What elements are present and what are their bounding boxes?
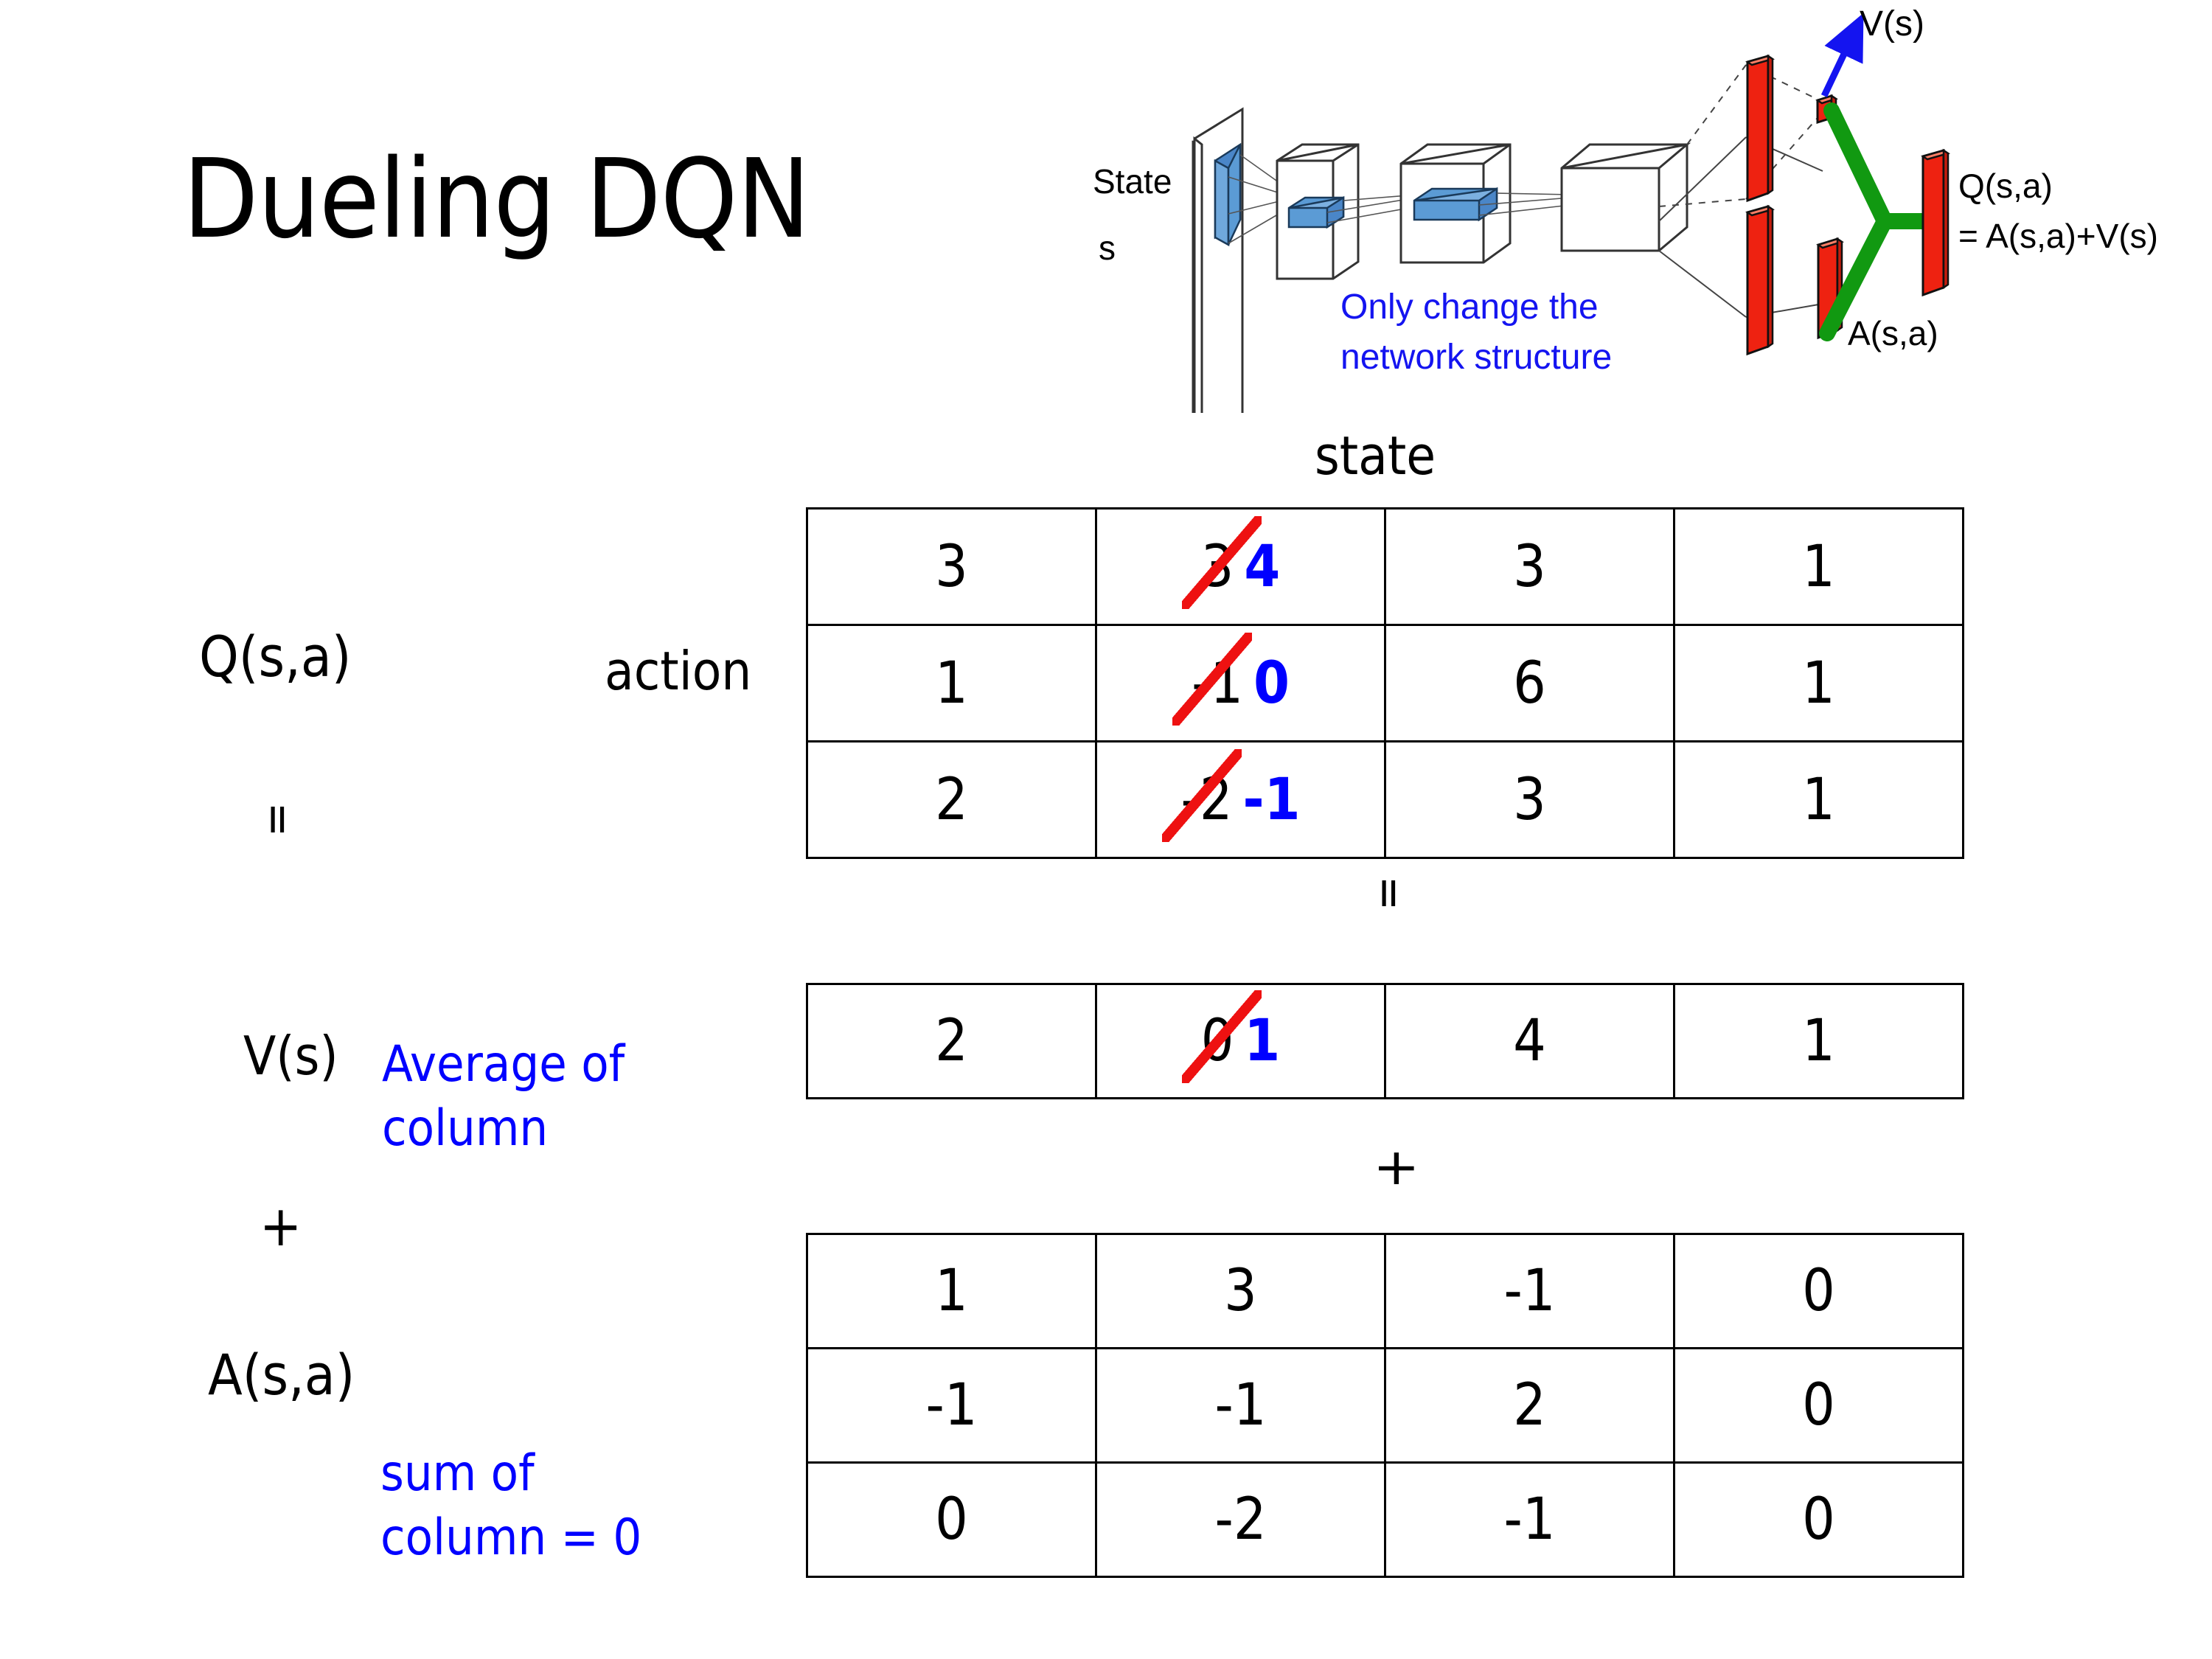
page-title: Dueling DQN (183, 136, 810, 262)
table-cell: 6 (1384, 624, 1675, 742)
table-cell: -1 (1095, 1347, 1386, 1464)
table-cell: -1 (806, 1347, 1097, 1464)
table-cell: 1 (806, 624, 1097, 742)
table-cell: 1 (1673, 983, 1964, 1099)
diagram-note-line1: Only change the (1340, 288, 1599, 327)
diagram-note-line2: network structure (1340, 338, 1612, 377)
table-cell: 3 (1095, 1233, 1386, 1349)
v-table-label: V(s) (243, 1025, 338, 1087)
input-filter-icon (1214, 142, 1242, 247)
table-cell: 3 (1384, 740, 1675, 859)
table-cell: 1 (806, 1233, 1097, 1349)
diagram-input-label-line1: State (1093, 162, 1172, 201)
conv-filter-1-icon (1287, 195, 1345, 229)
new-value: 4 (1244, 533, 1281, 600)
diagram-output-label-line2: = A(s,a)+V(s) (1958, 217, 2158, 255)
table-cell: 2 (1384, 1347, 1675, 1464)
struck-old-value: -1 (1172, 632, 1253, 726)
plus-sign-middle: + (1366, 1147, 1432, 1190)
diagram-advantage-label: A(s,a) (1848, 314, 1938, 352)
struck-old-value: 3 (1181, 515, 1262, 609)
table-cell: -2-1 (1095, 740, 1386, 859)
table-cell: 2 (806, 983, 1097, 1099)
table-cell: 3 (806, 507, 1097, 626)
table-cell: 0 (806, 1461, 1097, 1578)
diagram-value-label: V(s) (1860, 4, 1924, 44)
table-cell: 3 (1384, 507, 1675, 626)
q-table-label: Q(s,a) (199, 624, 352, 689)
table-cell: 1 (1673, 740, 1964, 859)
struck-old-value: 0 (1181, 990, 1262, 1083)
q-output-bar-icon (1921, 148, 1950, 297)
table-cell: 0 (1673, 1347, 1964, 1464)
conv-block-3-icon (1560, 142, 1691, 252)
annotation-average-of-column: Average of column (382, 1035, 625, 1158)
table-cell: -1 (1384, 1233, 1675, 1349)
edited-cell: -2-1 (1161, 748, 1301, 842)
diagram-input-label-line2: s (1099, 229, 1116, 267)
new-value: 1 (1244, 1008, 1281, 1074)
table-cell: -2 (1095, 1461, 1386, 1578)
sum-merge-icon (1819, 102, 1940, 341)
equals-sign-left: = (251, 802, 306, 837)
table-cell: 1 (1673, 624, 1964, 742)
annotation-sum-of-column: sum of column = 0 (380, 1444, 642, 1568)
equals-sign-middle: = (1363, 876, 1417, 911)
a-table-label: A(s,a) (208, 1342, 355, 1408)
action-axis-label: action (605, 640, 752, 702)
dueling-network-diagram: State s Only change the network structur… (1084, 0, 2212, 413)
new-value: 0 (1253, 650, 1290, 717)
plus-sign-left: + (260, 1193, 302, 1259)
table-cell: 1 (1673, 507, 1964, 626)
new-value: -1 (1242, 766, 1301, 833)
value-fc-bar-icon (1745, 54, 1775, 203)
table-cell: 4 (1384, 983, 1675, 1099)
value-arrow-icon (1820, 13, 1864, 97)
advantage-fc-bar-icon (1745, 204, 1775, 356)
state-axis-label: state (1315, 425, 1436, 487)
table-cell: 0 (1673, 1233, 1964, 1349)
table-cell: 2 (806, 740, 1097, 859)
struck-old-value: -2 (1161, 748, 1242, 842)
table-cell: 0 (1673, 1461, 1964, 1578)
table-cell: -1 (1384, 1461, 1675, 1578)
diagram-output-label-line1: Q(s,a) (1958, 167, 2053, 205)
